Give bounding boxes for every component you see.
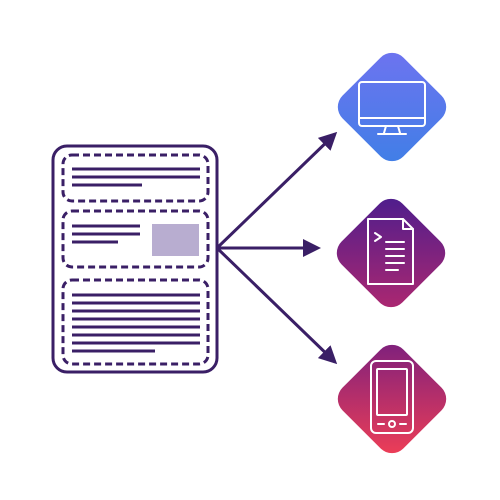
mobile-phone-icon xyxy=(370,360,414,434)
arrow-to-mobile xyxy=(215,246,338,365)
target-desktop xyxy=(337,52,447,162)
arrow-to-desktop xyxy=(215,131,338,250)
image-placeholder xyxy=(152,224,199,256)
document-frame xyxy=(51,144,219,374)
content-block-2 xyxy=(61,209,210,269)
content-block-3 xyxy=(61,278,210,366)
terminal-document-icon xyxy=(367,218,414,285)
desktop-monitor-icon xyxy=(358,81,426,135)
desktop-diamond xyxy=(337,52,447,162)
content-block-1 xyxy=(61,153,210,203)
distribution-arrows xyxy=(215,131,338,365)
mobile-diamond xyxy=(337,344,447,454)
target-document xyxy=(336,198,446,308)
target-mobile xyxy=(337,344,447,454)
content-document-icon xyxy=(51,144,219,374)
document-diamond xyxy=(336,198,446,308)
block-2-dashed-border xyxy=(61,209,210,269)
block-1-dashed-border xyxy=(61,153,210,203)
